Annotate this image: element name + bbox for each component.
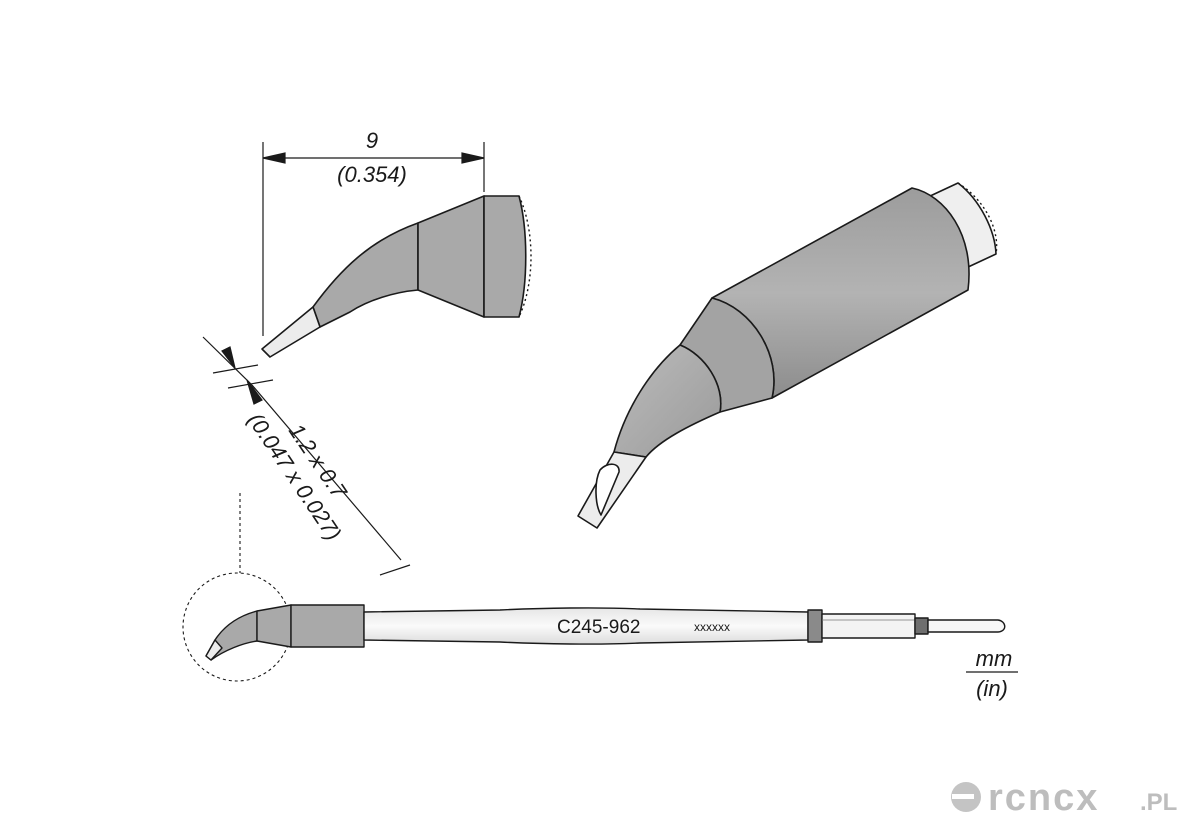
tip-collar (483, 195, 527, 318)
tip-chisel-slot (595, 463, 620, 516)
watermark-logo: rcncx .PL (951, 777, 1177, 819)
tip-full-view (182, 493, 1006, 682)
tip-bent-section (312, 222, 419, 328)
full-tip-cone (256, 604, 292, 648)
tip-width-dimension (202, 336, 411, 576)
tip-perspective-view (577, 182, 998, 529)
full-tip-barrel (290, 604, 365, 648)
full-tip-thin-shaft (821, 613, 916, 639)
length-mm-label: 9 (366, 128, 378, 153)
tip-cone-section (417, 195, 485, 318)
watermark-brand: rcncx (988, 777, 1099, 819)
watermark-tld: .PL (1140, 789, 1177, 816)
tip-side-view (261, 195, 532, 358)
length-inch-label: (0.354) (337, 162, 407, 187)
full-tip-ring (807, 609, 823, 643)
full-tip-pin (927, 619, 1006, 633)
tip-chisel-section (261, 306, 321, 358)
units-inch-label: (in) (976, 676, 1008, 701)
serial-label: xxxxxx (694, 620, 730, 634)
tip-break-line (518, 195, 532, 318)
part-number-label: C245-962 (557, 617, 640, 638)
length-dimension (262, 142, 485, 336)
tip-bent-neck (613, 344, 722, 458)
full-tip-small-ring (914, 617, 929, 635)
units-mm-label: mm (976, 646, 1013, 671)
